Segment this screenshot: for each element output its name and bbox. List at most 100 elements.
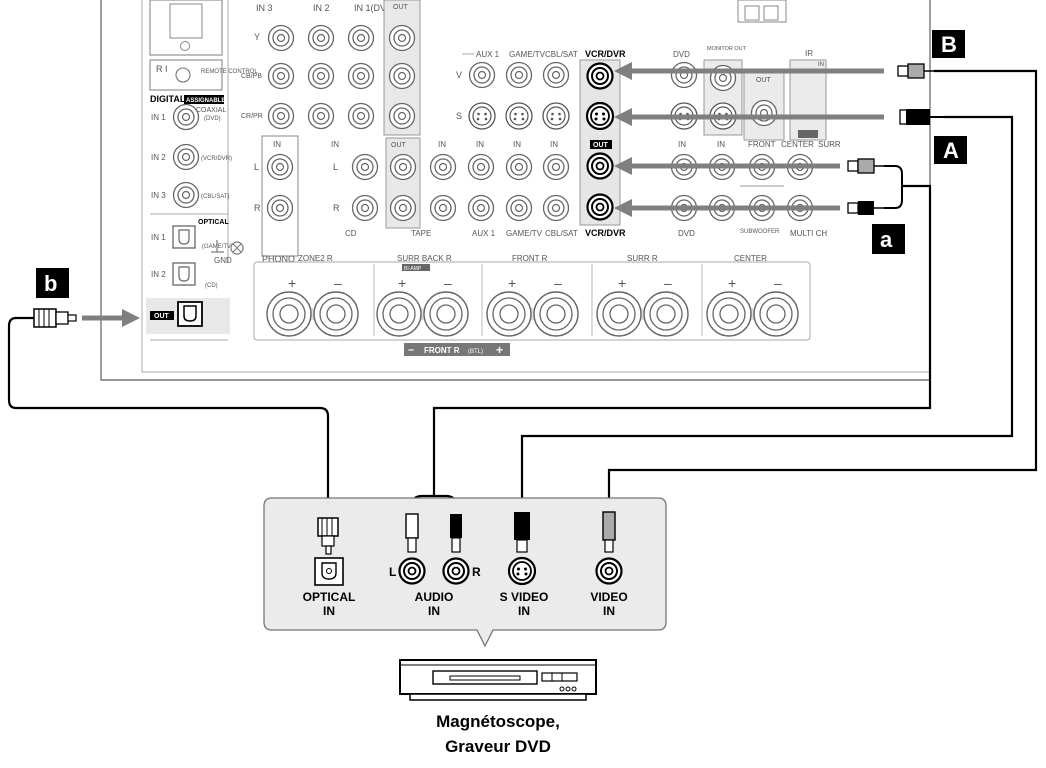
phono-label: PHONO — [262, 254, 295, 264]
aux1-video-label: AUX 1 — [476, 50, 500, 59]
digital-label: DIGITAL — [150, 94, 186, 104]
svg-text:IN: IN — [428, 604, 440, 618]
component-video-inputs: IN 3 IN 2 IN 1(DVD) Y CB/PB CR/PR OUT — [241, 0, 421, 136]
badge-b: b — [36, 268, 69, 298]
svg-text:IN: IN — [518, 604, 530, 618]
svg-text:CBL/SAT: CBL/SAT — [545, 229, 578, 238]
optical-in-1: IN 1 (GAME/TV) — [151, 225, 233, 250]
svg-text:–: – — [774, 275, 782, 291]
gametv-video-label: GAME/TV — [509, 50, 546, 59]
svg-text:SURR R: SURR R — [627, 254, 658, 263]
svg-text:IR: IR — [805, 49, 813, 58]
cable-b-video — [607, 62, 1038, 512]
svg-text:FRONT: FRONT — [748, 140, 776, 149]
remote-control-label: REMOTE CONTROL — [201, 69, 258, 75]
cblsat-video-label: CBL/SAT — [545, 50, 578, 59]
device-title-line2: Graveur DVD — [445, 737, 551, 756]
svg-text:OPTICAL: OPTICAL — [303, 590, 356, 604]
svg-text:CD: CD — [345, 229, 357, 238]
svg-text:CENTER: CENTER — [781, 140, 814, 149]
optical-out-jack: OUT — [150, 301, 203, 327]
svg-text:OUT: OUT — [756, 77, 772, 84]
ri-mark: R I — [156, 64, 168, 74]
svg-text:IN: IN — [818, 62, 824, 68]
svg-text:Y: Y — [254, 32, 260, 42]
svg-text:S: S — [456, 111, 462, 121]
svg-text:ZONE2 R: ZONE2 R — [298, 254, 333, 263]
svg-text:+: + — [508, 275, 516, 291]
svg-text:OUT: OUT — [154, 313, 170, 320]
gnd-terminal: GND — [211, 240, 244, 265]
front-r-btl-bar: – FRONT R (BTL) + — [404, 343, 510, 357]
svg-text:(CD): (CD) — [205, 283, 218, 289]
assignable-label: ASSIGNABLE — [186, 98, 225, 104]
svg-text:AUX 1: AUX 1 — [472, 229, 496, 238]
vcr-device-icon — [399, 659, 597, 701]
optical-in-2: IN 2 (CD) — [151, 262, 218, 289]
svg-text:IN 2: IN 2 — [151, 153, 166, 162]
device-svideo-in: S VIDEO IN — [500, 512, 549, 618]
svg-text:–: – — [408, 344, 414, 356]
svg-text:OUT: OUT — [391, 142, 407, 149]
svg-text:CB/PB: CB/PB — [241, 73, 262, 80]
svg-text:R: R — [472, 565, 481, 579]
svg-text:S VIDEO: S VIDEO — [500, 590, 549, 604]
svg-text:IN 3: IN 3 — [256, 3, 273, 13]
receiver-rear-panel: R I REMOTE CONTROL DIGITAL ASSIGNABLE CO… — [100, 0, 931, 381]
svg-text:+: + — [728, 275, 736, 291]
svg-text:SUBWOOFER: SUBWOOFER — [740, 229, 780, 235]
svg-text:IN: IN — [678, 140, 686, 149]
svg-text:R: R — [333, 203, 340, 213]
svg-text:(CBL/SAT): (CBL/SAT) — [201, 194, 230, 200]
device-optical-in: OPTICAL IN — [303, 517, 356, 618]
badge-A: A — [934, 136, 967, 164]
svg-text:IN: IN — [513, 140, 521, 149]
audio-bottom-labels: CD TAPE AUX 1 GAME/TV CBL/SAT DVD SUBWOO… — [345, 229, 827, 238]
svg-text:BI-AMP: BI-AMP — [404, 266, 422, 272]
svg-text:GND: GND — [214, 256, 232, 265]
svg-text:V: V — [456, 70, 462, 80]
svg-text:–: – — [554, 275, 562, 291]
svg-text:IN: IN — [331, 140, 339, 149]
cable-a-svideo — [520, 108, 1014, 512]
coax-in-3: IN 3 (CBL/SAT) — [151, 181, 230, 209]
svg-text:IN 1(DVD): IN 1(DVD) — [354, 3, 396, 13]
cable-a-audio — [410, 157, 932, 514]
svg-text:R: R — [254, 203, 261, 213]
svg-text:AUDIO: AUDIO — [415, 590, 454, 604]
svg-text:B: B — [941, 32, 957, 57]
svg-text:L: L — [389, 565, 396, 579]
svg-text:FRONT R: FRONT R — [512, 254, 548, 263]
svg-text:SURR BACK R: SURR BACK R — [397, 254, 452, 263]
svg-text:FRONT R: FRONT R — [424, 346, 460, 355]
svg-text:IN 2: IN 2 — [313, 3, 330, 13]
coaxial-label: COAXIAL — [196, 107, 226, 114]
svg-text:a: a — [880, 227, 893, 252]
svg-text:OUT: OUT — [393, 4, 409, 11]
svg-text:IN: IN — [550, 140, 558, 149]
svg-text:VIDEO: VIDEO — [590, 590, 627, 604]
svg-text:MONITOR OUT: MONITOR OUT — [707, 46, 747, 52]
device-video-in: VIDEO IN — [590, 511, 628, 618]
svg-text:MULTI CH: MULTI CH — [790, 229, 827, 238]
svg-text:+: + — [398, 275, 406, 291]
optical-label: OPTICAL — [198, 219, 229, 226]
svg-text:IN 3: IN 3 — [151, 191, 166, 200]
svg-text:CR/PR: CR/PR — [241, 113, 263, 120]
device-callout: OPTICAL IN L R AUDIO IN S VIDEO IN — [263, 497, 667, 648]
vcr-dvr-bottom-label: VCR/DVR — [585, 228, 626, 238]
svg-text:–: – — [334, 275, 342, 291]
svg-text:IN: IN — [603, 604, 615, 618]
coax-in-1: IN 1 (DVD) — [151, 103, 221, 131]
coax-in-2: IN 2 (VCR/DVR) — [151, 143, 232, 171]
svg-text:IN: IN — [438, 140, 446, 149]
svg-text:+: + — [288, 275, 296, 291]
svg-text:(VCR/DVR): (VCR/DVR) — [201, 156, 232, 162]
svg-text:IN 2: IN 2 — [151, 270, 166, 279]
svg-text:+: + — [496, 343, 503, 357]
svg-text:OUT: OUT — [593, 142, 609, 149]
speaker-terminals: ZONE2 R SURR BACK R BI-AMP FRONT R SURR … — [253, 254, 811, 341]
svg-text:SURR: SURR — [818, 140, 841, 149]
